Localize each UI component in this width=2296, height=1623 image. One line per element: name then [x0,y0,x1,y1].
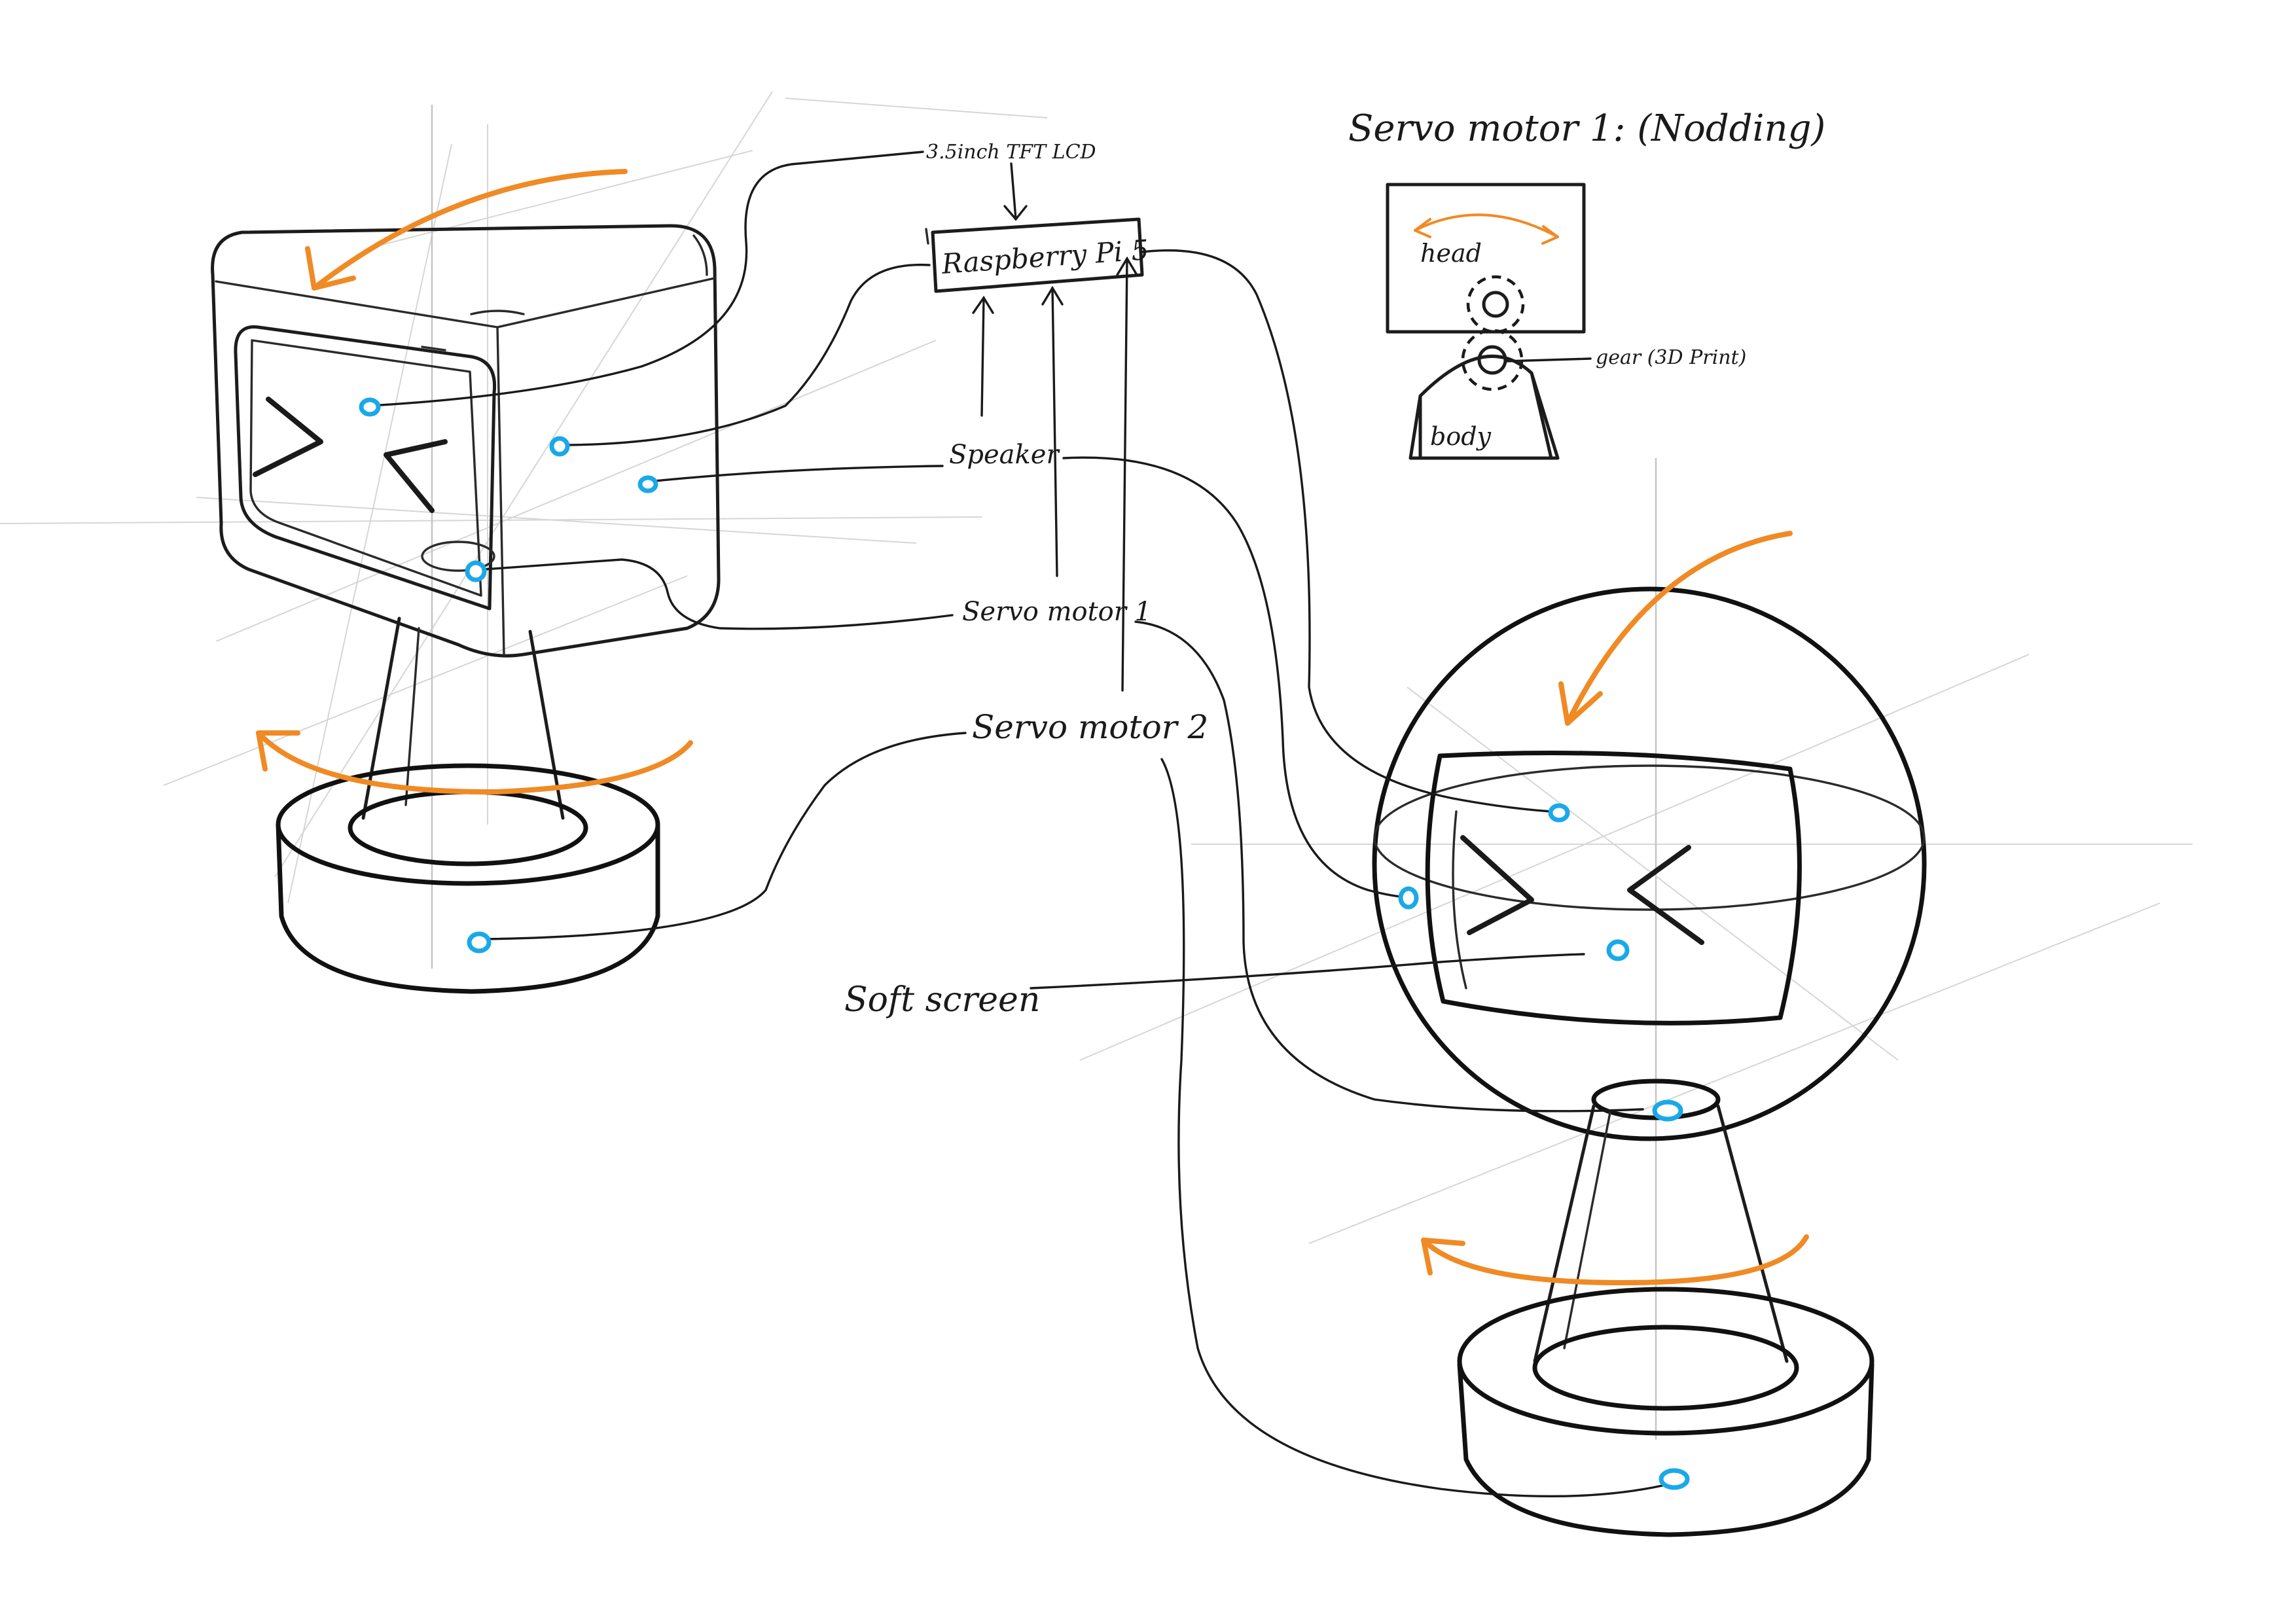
connection-point-icon [552,438,567,454]
connection-wires [370,152,1662,1496]
construction-lines [0,92,2193,1440]
servo-motor-1-label: Servo motor 1 [962,597,1151,627]
servo-motor-2-label: Servo motor 2 [972,708,1208,746]
curved-arrow-icon [1415,215,1558,237]
soft-screen-label: Soft screen [844,980,1040,1020]
connection-point-icon [1661,1471,1687,1488]
x-eyes-face-icon [1463,838,1532,933]
inset-title: Servo motor 1: (Nodding) [1348,107,1825,150]
connection-point-icon [1401,889,1416,907]
connection-point-icon [640,478,656,491]
inset-head-label: head [1420,239,1482,268]
connection-point-icon [1655,1102,1681,1119]
cube-robot [213,171,719,991]
connection-point-icon [1609,942,1627,959]
sphere-robot [1374,533,1924,1535]
labels: 3.5inch TFT LCD Raspberry Pi 5 Speaker S… [844,107,1825,1020]
connection-point-icon [361,400,378,414]
connection-point-icon [1551,806,1568,820]
nodding-inset-diagram [1388,185,1590,458]
curved-arrow-icon [1424,1237,1806,1283]
connection-point-icon [469,934,489,951]
inset-gear-label: gear (3D Print) [1596,346,1746,369]
x-eyes-face-icon [255,399,321,474]
speaker-label: Speaker [949,440,1060,470]
inset-body-label: body [1430,422,1492,451]
lcd-label: 3.5inch TFT LCD [926,141,1096,164]
connection-point-icon [467,563,484,580]
